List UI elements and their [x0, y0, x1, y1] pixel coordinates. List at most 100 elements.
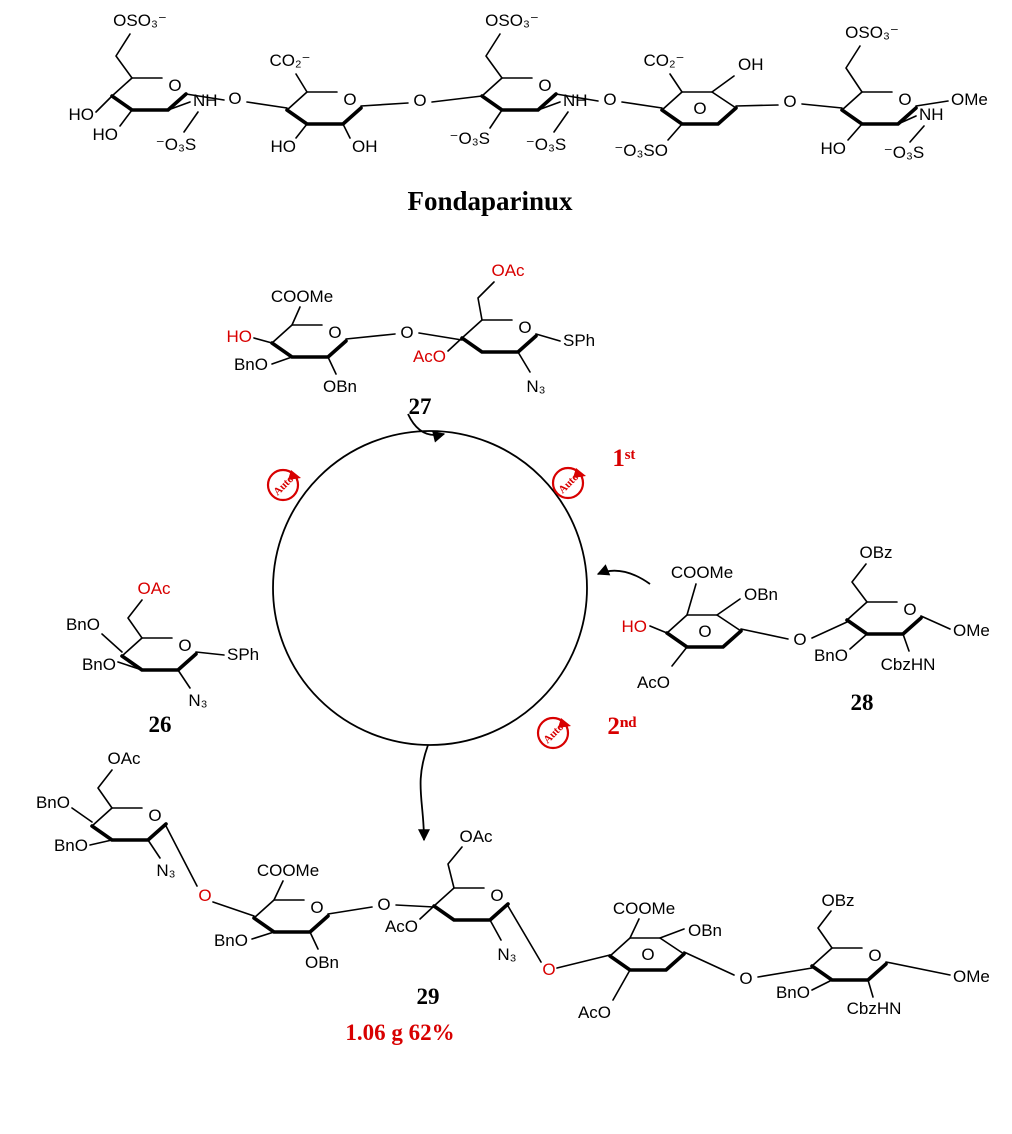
fondaparinux-title: Fondaparinux — [407, 186, 573, 216]
pyranose-ring: O — [460, 318, 538, 354]
obn-label: OBn — [305, 953, 339, 972]
oso3-label: OSO₃⁻ — [845, 23, 899, 42]
pyranose-ring-iduronate: O — [665, 614, 743, 649]
sph-label: SPh — [227, 645, 259, 664]
coome-label: COOMe — [257, 861, 319, 880]
ring-oxygen: O — [310, 898, 323, 917]
ho-label: HO — [821, 139, 847, 158]
glycosidic-oxygen: O — [783, 92, 796, 111]
so3o-label: ⁻O₃SO — [614, 141, 668, 160]
glycosidic-oxygen: O — [377, 895, 390, 914]
ring-oxygen: O — [490, 886, 503, 905]
compound-28-bonds — [649, 563, 951, 667]
auto-cycle-badge: Auto — [536, 716, 571, 750]
pyranose-ring-a: O — [90, 806, 168, 842]
entry-arrow-28 — [596, 564, 651, 585]
ring-oxygen: O — [641, 945, 654, 964]
oso3-label: OSO₃⁻ — [485, 11, 539, 30]
glycosidic-oxygen-red: O — [542, 960, 555, 979]
compound-28: O O COOMe OBn HO AcO O OBz BnO CbzHN OMe… — [622, 543, 990, 715]
nh-label: NH — [919, 105, 944, 124]
pyranose-ring-4-iduronate: O — [660, 91, 738, 126]
auto-circle-icon — [551, 466, 585, 500]
ring-bold-edge — [270, 339, 348, 359]
auto-arrowhead-icon — [288, 470, 301, 480]
cbzhn-label: CbzHN — [847, 999, 902, 1018]
n3-label: N₃ — [497, 945, 516, 964]
step-2-label: 2ⁿᵈ — [607, 713, 636, 740]
bno-label: BnO — [814, 646, 848, 665]
obn-label: OBn — [688, 921, 722, 940]
pyranose-ring: O — [270, 323, 348, 359]
ring-bold-edge — [460, 334, 538, 354]
fondaparinux-structure: O O O O O OSO₃⁻ HO HO NH ⁻O₃S O CO₂⁻ H — [69, 11, 988, 216]
ho-label: HO — [93, 125, 119, 144]
pyranose-ring-2: O — [285, 90, 363, 126]
ring-oxygen: O — [698, 622, 711, 641]
compound-29: O O O O O OAc BnO BnO N₃ O COOMe BnO O — [36, 749, 990, 1045]
compound-29-number: 29 — [417, 984, 440, 1009]
compound-28-number: 28 — [851, 690, 874, 715]
pyranose-ring-c: O — [432, 886, 510, 922]
ring-oxygen: O — [148, 806, 161, 825]
so3-label: ⁻O₃S — [450, 129, 490, 148]
ring-bold-edge — [810, 962, 888, 982]
ring-bold-edge — [432, 902, 510, 922]
pyranose-ring-3: O — [480, 76, 558, 112]
auto-cycle-badge: Auto — [551, 466, 586, 500]
n3-label: N₃ — [156, 861, 175, 880]
compound-27: O O COOMe HO BnO OBn O OAc AcO SPh N₃ 27 — [227, 261, 596, 419]
ho-label: HO — [69, 105, 95, 124]
aco-label: AcO — [385, 917, 418, 936]
pyranose-ring: O — [120, 636, 198, 672]
bno-label: BnO — [82, 655, 116, 674]
coome-label: COOMe — [613, 899, 675, 918]
obz-label: OBz — [859, 543, 892, 562]
ring-oxygen: O — [868, 946, 881, 965]
pyranose-ring-5: O — [840, 90, 918, 126]
ring-bold-edge — [285, 106, 363, 126]
ho-label: HO — [271, 137, 297, 156]
ring-oxygen: O — [168, 76, 181, 95]
step-1-label: 1ˢᵗ — [612, 445, 636, 472]
compound-26-number: 26 — [149, 712, 172, 737]
ho-label: HO — [227, 327, 253, 346]
oh-label: OH — [738, 55, 764, 74]
compound-27-bonds — [253, 281, 561, 375]
ring-oxygen: O — [903, 600, 916, 619]
sph-label: SPh — [563, 331, 595, 350]
automated-cycle: 1ˢᵗ 2ⁿᵈ Auto Auto Auto — [266, 413, 651, 842]
compound-29-bonds — [71, 769, 951, 1001]
cbzhn-label: CbzHN — [881, 655, 936, 674]
glycosidic-oxygen: O — [793, 630, 806, 649]
auto-arrowhead-icon — [558, 718, 571, 728]
oac-label: OAc — [107, 749, 141, 768]
nh-label: NH — [563, 91, 588, 110]
oac-label: OAc — [137, 579, 171, 598]
ring-bold-edge — [845, 616, 923, 636]
so3-label: ⁻O₃S — [884, 143, 924, 162]
bno-label: BnO — [234, 355, 268, 374]
ring-oxygen: O — [538, 76, 551, 95]
so3-label: ⁻O₃S — [156, 135, 196, 154]
glycosidic-oxygen: O — [739, 969, 752, 988]
compound-27-number: 27 — [409, 394, 432, 419]
ring-oxygen: O — [898, 90, 911, 109]
nh-label: NH — [193, 91, 218, 110]
cycle-circle — [272, 430, 588, 746]
ring-oxygen: O — [693, 99, 706, 118]
compound-26: O OAc BnO BnO SPh N₃ 26 — [66, 579, 259, 737]
aco-label: AcO — [637, 673, 670, 692]
so3-label: ⁻O₃S — [526, 135, 566, 154]
ring-oxygen: O — [178, 636, 191, 655]
product-arrow — [417, 744, 430, 842]
bno-label: BnO — [214, 931, 248, 950]
obz-label: OBz — [821, 891, 854, 910]
pyranose-ring-b: O — [252, 898, 330, 934]
co2-label: CO₂⁻ — [643, 51, 684, 70]
ring-bold-edge — [252, 914, 330, 934]
n3-label: N₃ — [526, 377, 545, 396]
pyranose-ring-e: O — [810, 946, 888, 982]
